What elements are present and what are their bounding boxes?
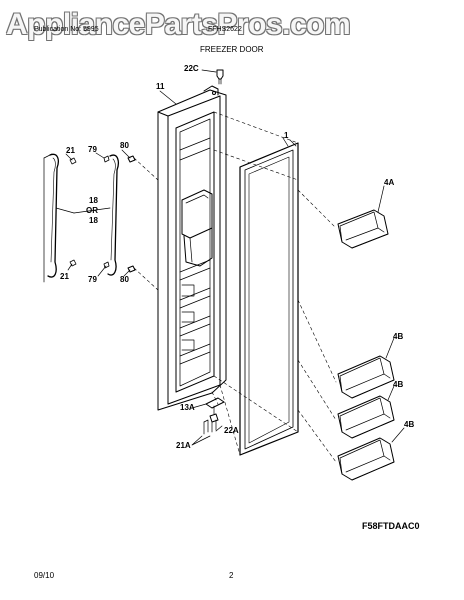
callout-18-first: 18 bbox=[89, 196, 98, 205]
callout-18-second: 18 bbox=[89, 216, 98, 225]
callout-13a: 13A bbox=[180, 403, 195, 412]
callout-or: OR bbox=[86, 206, 98, 215]
callout-80-bottom: 80 bbox=[120, 275, 129, 284]
callout-21-top: 21 bbox=[66, 146, 75, 155]
callout-1: 1 bbox=[284, 131, 289, 140]
callout-4b-middle: 4B bbox=[393, 380, 404, 389]
door-bin-4b-3 bbox=[337, 437, 395, 481]
leader-lines bbox=[55, 90, 405, 446]
callout-21a: 21A bbox=[176, 441, 191, 450]
callout-80-top: 80 bbox=[120, 141, 129, 150]
door-gasket bbox=[239, 137, 299, 456]
watermark-text: AppliancePartsPros.com bbox=[6, 8, 351, 41]
callout-21-bottom: 21 bbox=[60, 272, 69, 281]
callout-4b-upper: 4B bbox=[393, 332, 404, 341]
bottom-hinge-parts bbox=[203, 397, 225, 435]
section-title: FREEZER DOOR bbox=[200, 45, 264, 54]
alignment-lines bbox=[211, 111, 337, 463]
top-hinge-pin bbox=[201, 69, 224, 85]
door-bin-4b-2 bbox=[337, 395, 395, 439]
callout-4b-lower: 4B bbox=[404, 420, 415, 429]
figure-code: F58FTDAAC0 bbox=[362, 521, 420, 531]
door-bin-4a bbox=[337, 209, 389, 249]
callout-79-bottom: 79 bbox=[88, 275, 97, 284]
door-handles bbox=[43, 153, 159, 291]
callout-22c: 22C bbox=[184, 64, 199, 73]
model-number: FFHS2622 bbox=[208, 26, 242, 33]
door-bin-4b-1 bbox=[337, 355, 395, 399]
footer-page-number: 2 bbox=[229, 571, 234, 580]
freezer-door-assembly bbox=[157, 85, 227, 411]
callout-79-top: 79 bbox=[88, 145, 97, 154]
callout-11: 11 bbox=[156, 82, 165, 91]
footer-date: 09/10 bbox=[34, 571, 55, 580]
callout-22a: 22A bbox=[224, 426, 239, 435]
callout-4a: 4A bbox=[384, 178, 395, 187]
publication-number: Publication No: 5995 bbox=[34, 26, 99, 33]
